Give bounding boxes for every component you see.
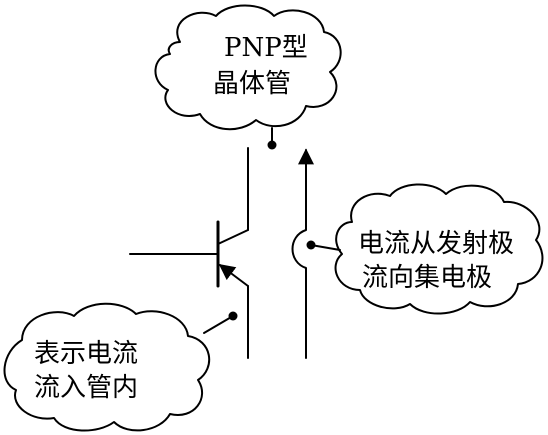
pnp-transistor-symbol (129, 147, 249, 359)
callout-right: 电流从发射极 流向集电极 (334, 183, 544, 315)
callout-left-line1: 表示电流 (34, 339, 138, 369)
pointer-line-right (310, 244, 341, 251)
current-flow-arrow (291, 148, 314, 359)
callout-right-line2: 流向集电极 (362, 263, 492, 293)
pointer-line-left (203, 315, 234, 334)
callout-right-line1: 电流从发射极 (358, 229, 514, 259)
cloud-right (334, 183, 544, 315)
callout-left: 表示电流 流入管内 (3, 302, 211, 432)
callout-left-line2: 流入管内 (34, 373, 138, 403)
collector-diagonal (217, 229, 249, 245)
callout-top-line2: 晶体管 (213, 69, 291, 99)
cloud-left (3, 302, 211, 432)
cloud-top (154, 4, 342, 131)
callout-top: PNP型 晶体管 (154, 4, 342, 131)
callout-top-line1: PNP型 (224, 33, 308, 63)
emitter-diagonal-arrow (218, 264, 249, 287)
